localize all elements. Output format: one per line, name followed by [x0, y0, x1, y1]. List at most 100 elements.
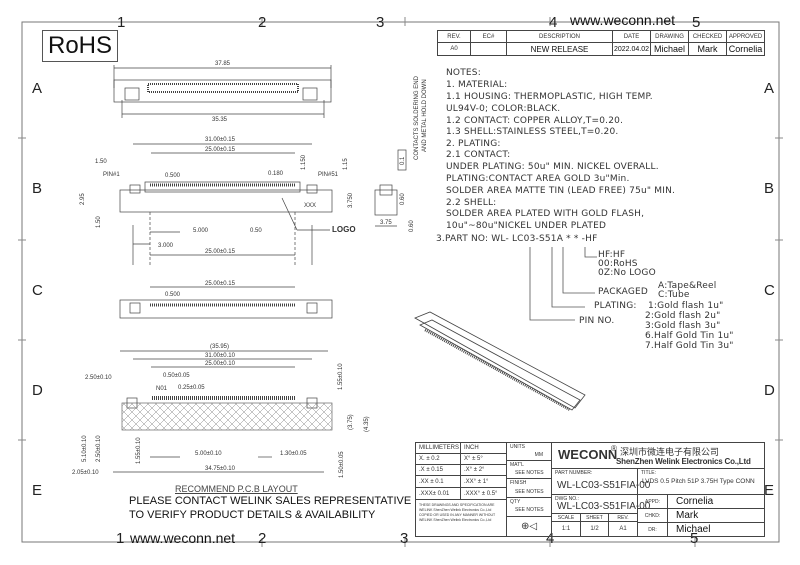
dim-label: 5.10±0.10 — [82, 435, 88, 462]
part-number-label: PART NUMBER: — [555, 470, 593, 476]
part-number-cell: PART NUMBER: WL-LC03-S51FIA-00 — [551, 468, 650, 495]
dim-label: 2.50±0.10 — [85, 375, 112, 381]
dim-label: 31.00±0.15 — [205, 137, 236, 143]
registered-mark: ® — [611, 444, 617, 453]
dim-label: 0.60 — [409, 220, 415, 232]
title-label: TITLE: — [641, 470, 657, 476]
packaged-label: PACKAGED — [598, 287, 649, 297]
plating-label: PLATING: — [594, 301, 637, 311]
note-line: PLATING:CONTACT AREA GOLD 3u"Min. — [446, 174, 630, 184]
grid-row-d: D — [32, 382, 43, 399]
side-note: CONTACTS SOLDERING END — [414, 75, 420, 160]
note-line: 1.3 SHELL:STAINLESS STEEL,T=0.20. — [446, 127, 619, 137]
dim-label: (4.35) — [364, 416, 370, 432]
dim-label: N01 — [156, 386, 168, 392]
dim-label: (35.95) — [210, 344, 229, 350]
note-line: 10u"~80u"NICKEL UNDER PLATED — [446, 221, 607, 231]
note-line: UNDER PLATING: 50u" MIN. NICKEL OVERALL. — [446, 162, 659, 172]
disclaimer-line: PLEASE CONTACT WELINK SALES REPRESENTATI… — [129, 495, 412, 507]
chkd-label: CHKD: — [637, 508, 668, 523]
grid-col-2: 2 — [258, 14, 267, 31]
note-line: SOLDER AREA MATTE TIN (LEAD FREE) 75u" M… — [446, 186, 676, 196]
hf-option: 0Z:No LOGO — [598, 268, 656, 278]
scale-value: 1:1 — [551, 521, 581, 537]
grid-row-c: C — [32, 282, 43, 299]
plating-option: 3:Gold flash 3u" — [645, 321, 721, 331]
appd-value: Cornelia — [667, 494, 765, 509]
grid-row-b: B — [32, 180, 43, 197]
dim-label: 2.50±0.10 — [96, 435, 102, 462]
header-website: www.weconn.net — [570, 12, 676, 28]
dim-label: 1.150 — [301, 154, 307, 170]
grid-row-e-right: E — [764, 482, 775, 499]
dim-label: 0.50 — [250, 228, 262, 234]
finish-cell: FINISH SEE NOTES — [506, 478, 552, 498]
grid-col-3: 3 — [376, 14, 385, 31]
grid-col-5: 5 — [692, 14, 701, 31]
dim-label: PIN#51 — [318, 172, 339, 178]
dim-label: 25.00±0.15 — [205, 281, 236, 287]
dim-label: 25.00±0.15 — [205, 249, 236, 255]
sheet-value: 1/2 — [580, 521, 609, 537]
dim-label: XXX — [304, 203, 316, 209]
projection-symbol-icon: ⊕◁ — [506, 516, 552, 537]
plating-option: 7.Half Gold Tin 3u" — [645, 341, 734, 351]
finish-label: FINISH — [510, 480, 527, 486]
rohs-badge: RoHS — [42, 30, 118, 62]
dim-label: 34.75±0.10 — [205, 466, 236, 472]
dim-label: 3.75 — [380, 220, 392, 226]
company-name-en: ShenZhen Welink Electronics Co.,Ltd — [616, 457, 751, 466]
grid-col-1: 1 — [117, 14, 126, 31]
note-line: 2.1 CONTACT: — [446, 150, 511, 160]
finish-value: SEE NOTES — [515, 489, 544, 495]
units-value: MM — [534, 452, 543, 458]
pcb-layout-title: RECOMMEND P.C.B LAYOUT — [175, 484, 298, 494]
dr-label: DR: — [637, 522, 668, 537]
pcb-keepout-hatch — [122, 403, 332, 430]
dim-label: 0.60 — [400, 193, 406, 205]
connector-isometric-view — [414, 311, 586, 412]
dim-label: 1.55±0.10 — [338, 363, 344, 390]
disclaimer-line: TO VERIFY PRODUCT DETAILS & AVAILABILITY — [129, 509, 376, 521]
logo-callout: LOGO — [332, 225, 356, 234]
note-line: SOLDER AREA PLATED WITH GOLD FLASH, — [446, 209, 645, 219]
dim-label: 1.55±0.10 — [136, 437, 142, 464]
dim-label: 31.00±0.10 — [205, 353, 236, 359]
dim-label: 0.500 — [165, 292, 181, 298]
dim-label: 0.500 — [165, 173, 181, 179]
grid-row-b-right: B — [764, 180, 775, 197]
note-line: NOTES: — [446, 68, 481, 78]
dwg-value: WL-LC03-S51FIA-00 — [557, 501, 651, 512]
grid-row-a: A — [32, 80, 43, 97]
legal-notice: THESE DRAWINGS AND SPECIFICATION ARE WEL… — [415, 499, 507, 537]
dim-label: 1.50±0.05 — [339, 451, 345, 478]
appd-label: APPD: — [637, 494, 668, 509]
dim-label: 1.30±0.05 — [280, 451, 307, 457]
note-line: 1.1 HOUSING: THERMOPLASTIC, HIGH TEMP. — [446, 92, 653, 102]
part-number-value: WL-LC03-S51FIA-00 — [557, 480, 651, 491]
rev-value-block: A1 — [608, 521, 638, 537]
dim-label: 37.85 — [215, 61, 231, 67]
grid-row-a-right: A — [764, 80, 775, 97]
qty-label: QTY — [510, 499, 521, 505]
note-line: 1.2 CONTACT: COPPER ALLOY,T=0.20. — [446, 116, 624, 126]
brand-logo: WECONN — [558, 447, 618, 462]
plating-option: 2:Gold flash 2u" — [645, 311, 721, 321]
dim-label: 0.25±0.05 — [178, 385, 205, 391]
dim-label: 0.1 — [400, 156, 406, 165]
dim-label: 0.50±0.05 — [163, 373, 190, 379]
dim-label: 0.180 — [268, 171, 284, 177]
part-no-line: 3.PART NO: WL- LC03-S51A * * -HF — [436, 234, 598, 244]
approved-value: Cornelia — [726, 42, 765, 56]
company-name-cn: 深圳市微连电子有限公司 — [620, 448, 720, 458]
title-cell: TITLE: LVDS 0.5 Pitch 51P 3.75H Type CON… — [637, 468, 765, 495]
grid-col-4: 4 — [549, 14, 558, 31]
dim-label: 1.50 — [96, 216, 102, 228]
note-line: 2. PLATING: — [446, 139, 501, 149]
